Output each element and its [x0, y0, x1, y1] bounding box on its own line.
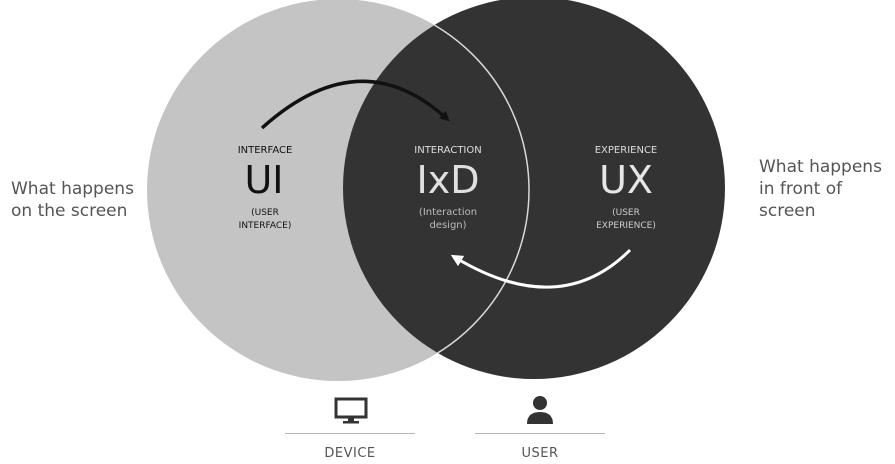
interface-to-interaction-arrow — [260, 79, 450, 130]
front-of-screen-caption: What happens in front of screen — [759, 157, 882, 221]
ux-sub-line1: (USER — [612, 208, 640, 218]
monitor-icon — [334, 397, 368, 424]
user-icon — [527, 396, 553, 424]
device-label: DEVICE — [324, 446, 376, 461]
device-divider — [285, 433, 415, 434]
experience-small-label: EXPERIENCE — [595, 145, 658, 156]
ux-sub-line2: EXPERIENCE) — [596, 221, 656, 231]
left-circle-outline-in-overlap — [343, 0, 530, 379]
ux-big-label: UX — [599, 158, 653, 202]
experience-to-interaction-arrow — [450, 248, 632, 289]
screen-caption: What happens on the screen — [11, 179, 134, 221]
ixd-sub-line2: design) — [429, 220, 466, 231]
ixd-sub-line1: (Interaction — [419, 207, 477, 218]
ui-sub-line2: INTERFACE) — [239, 221, 292, 231]
right-circle — [343, 0, 725, 379]
user-label: USER — [521, 446, 559, 461]
ui-sub-line1: (USER — [251, 208, 279, 218]
interface-small-label: INTERFACE — [238, 145, 293, 156]
ixd-big-label: IxD — [417, 158, 480, 202]
ui-big-label: UI — [244, 158, 283, 202]
user-divider — [475, 433, 605, 434]
interaction-small-label: INTERACTION — [414, 145, 481, 156]
